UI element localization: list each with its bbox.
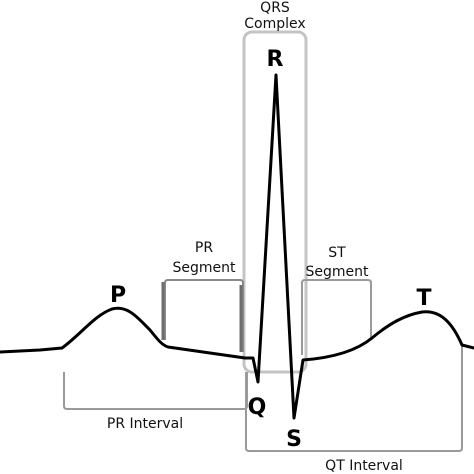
q-wave-label: Q <box>248 395 267 420</box>
pr-segment-label-line1: PR <box>195 240 213 256</box>
pr-interval-label: PR Interval <box>107 416 183 432</box>
qrs-label-line1: QRS <box>260 0 290 16</box>
ecg-trace <box>0 73 474 420</box>
s-wave-label: S <box>286 427 302 452</box>
r-wave-label: R <box>267 47 284 72</box>
qt-interval-label: QT Interval <box>325 458 403 474</box>
st-segment-bracket <box>301 279 372 355</box>
pr-segment-bracket <box>164 279 244 352</box>
pr-interval-bracket <box>63 372 248 410</box>
qrs-label-line2: Complex <box>244 16 305 32</box>
p-wave-label: P <box>110 283 126 308</box>
qt-interval-bracket <box>245 345 463 452</box>
qrs-complex-box <box>242 30 308 374</box>
st-segment-label-line2: Segment <box>306 264 370 280</box>
pr-segment-label-line2: Segment <box>173 260 237 276</box>
st-segment-label-line1: ST <box>328 245 346 261</box>
t-wave-label: T <box>416 286 431 311</box>
